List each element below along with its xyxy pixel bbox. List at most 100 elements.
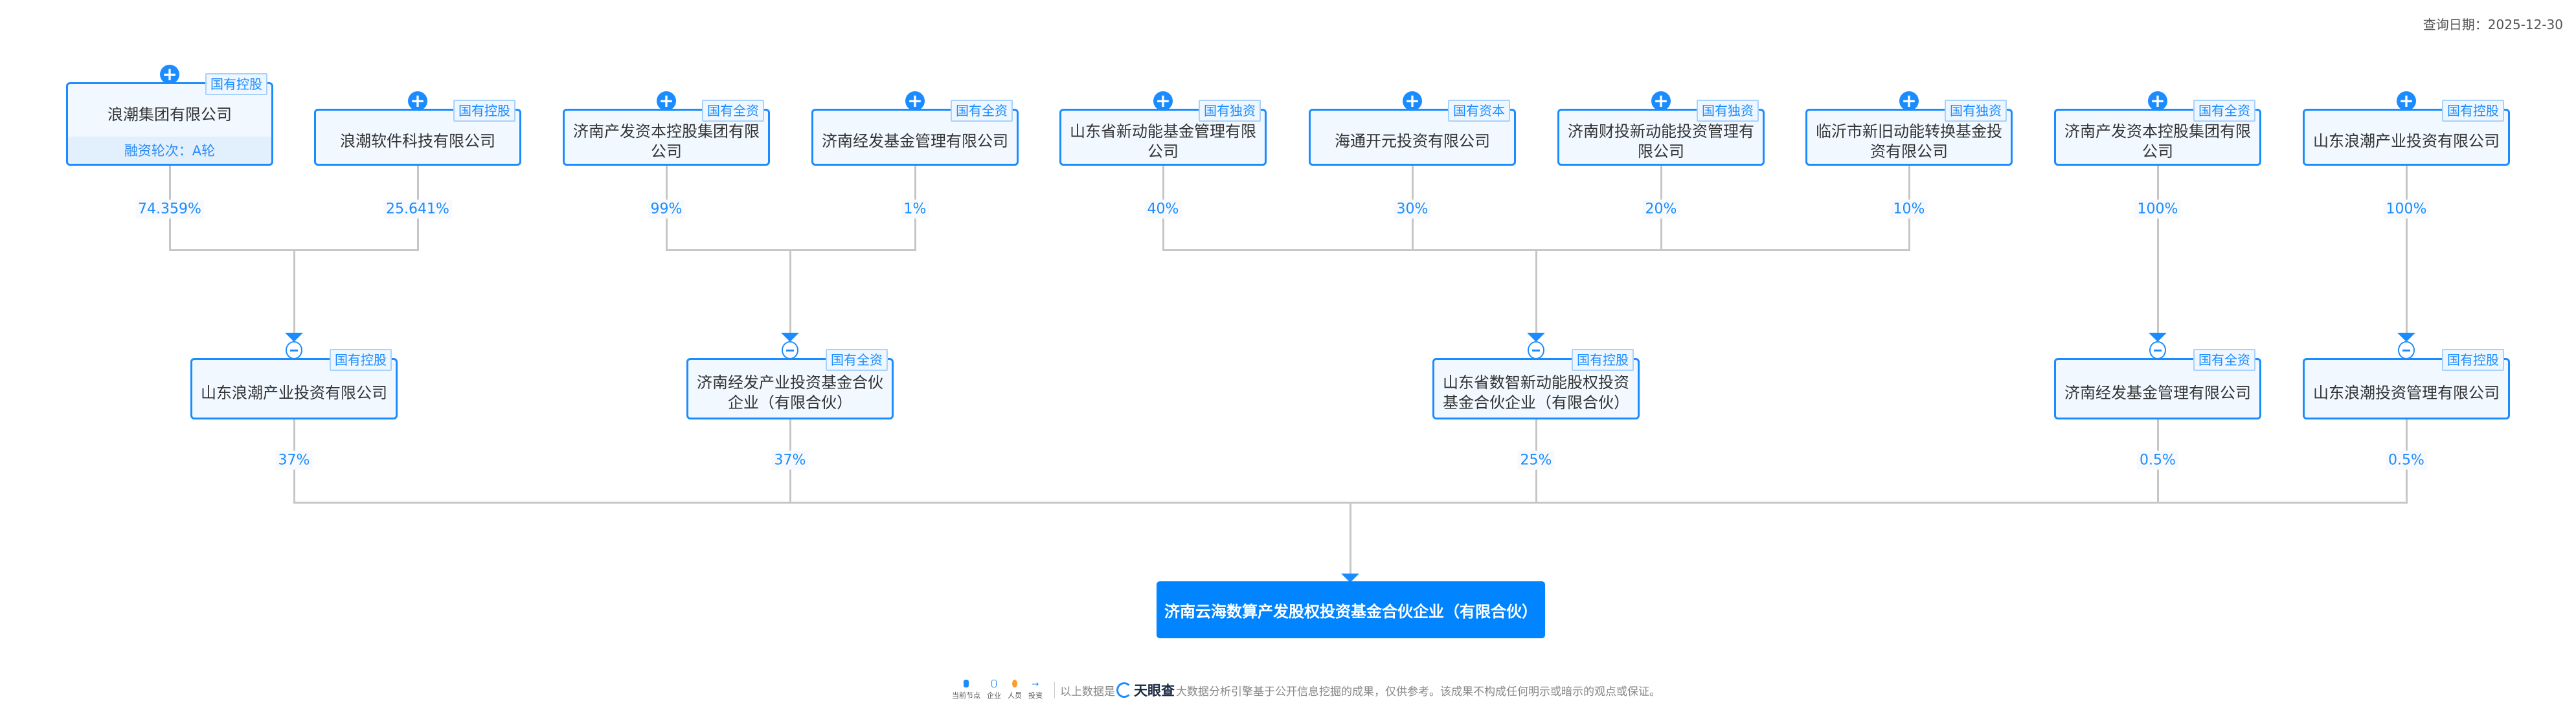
shareholder-node[interactable]: + 国有资本海通开元投资有限公司	[1309, 91, 1516, 166]
expand-plus-icon[interactable]: +	[1153, 91, 1173, 111]
company-name: 山东省数智新动能股权投资基金合伙企业（有限合伙）	[1443, 374, 1629, 412]
shareholder-node[interactable]: + 国有控股山东浪潮产业投资有限公司	[2303, 91, 2510, 166]
legend-label: 投资	[1028, 691, 1043, 700]
ownership-tag: 国有控股	[205, 73, 267, 95]
share-percentage: 30%	[1394, 199, 1431, 219]
company-name: 山东浪潮投资管理有限公司	[2313, 383, 2500, 402]
financing-round: 融资轮次：A轮	[68, 137, 271, 164]
arrow-icon	[1341, 574, 1359, 583]
intermediate-node[interactable]: 国有控股山东浪潮投资管理有限公司	[2303, 341, 2510, 419]
arrow-icon	[285, 333, 303, 342]
company-name: 浪潮集团有限公司	[107, 105, 232, 124]
share-percentage: 10%	[1890, 199, 1928, 219]
share-percentage: 99%	[648, 199, 685, 219]
collapse-minus-icon[interactable]	[2398, 341, 2415, 359]
share-percentage: 25%	[1517, 451, 1555, 470]
person-swatch-icon	[1012, 680, 1017, 687]
company-name: 山东省新动能基金管理有限公司	[1070, 122, 1256, 161]
intermediate-node[interactable]: 国有控股山东浪潮产业投资有限公司	[190, 341, 398, 419]
legend-company: 企业	[987, 680, 1001, 700]
intermediate-node[interactable]: 国有全资济南经发基金管理有限公司	[2054, 341, 2261, 419]
shareholder-node[interactable]: + 国有独资临沂市新旧动能转换基金投资有限公司	[1805, 91, 2013, 166]
ownership-tag: 国有全资	[2193, 349, 2255, 371]
ownership-tag: 国有资本	[1448, 100, 1510, 122]
expand-plus-icon[interactable]: +	[1651, 91, 1671, 111]
share-percentage: 74.359%	[135, 199, 204, 219]
expand-plus-icon[interactable]: +	[2397, 91, 2416, 111]
legend-person: 人员	[1008, 680, 1022, 700]
ownership-tag: 国有控股	[330, 349, 392, 371]
collapse-minus-icon[interactable]	[1528, 341, 1544, 359]
share-percentage: 20%	[1642, 199, 1680, 219]
connector-line	[293, 249, 295, 333]
company-name: 浪潮软件科技有限公司	[340, 132, 495, 150]
company-swatch-icon	[991, 680, 997, 687]
company-name: 济南产发资本控股集团有限公司	[2064, 122, 2251, 161]
logo-icon	[1116, 682, 1132, 698]
share-percentage: 100%	[2383, 199, 2430, 219]
share-percentage: 100%	[2134, 199, 2181, 219]
company-name: 济南经发产业投资基金合伙企业（有限合伙）	[697, 374, 883, 412]
footer: 当前节点 企业 人员 → 投资 以上数据是 天眼查 大数据分析引擎基于公开信息挖掘…	[952, 680, 1660, 700]
ownership-tag: 国有全资	[702, 100, 764, 122]
arrow-icon	[2149, 333, 2167, 342]
intermediate-node[interactable]: 国有控股山东省数智新动能股权投资基金合伙企业（有限合伙）	[1432, 341, 1640, 419]
company-name: 海通开元投资有限公司	[1335, 132, 1490, 150]
arrow-icon	[781, 333, 799, 342]
logo-text: 天眼查	[1134, 683, 1175, 698]
share-percentage: 40%	[1144, 199, 1182, 219]
share-percentage: 0.5%	[2137, 451, 2178, 470]
intermediate-node[interactable]: 国有全资济南经发产业投资基金合伙企业（有限合伙）	[686, 341, 894, 419]
ownership-tag: 国有控股	[2442, 100, 2504, 122]
company-name: 济南经发基金管理有限公司	[2064, 383, 2251, 402]
company-name: 济南经发基金管理有限公司	[822, 132, 1008, 150]
ownership-tag: 国有全资	[951, 100, 1013, 122]
target-company-name: 济南云海数算产发股权投资基金合伙企业（有限合伙）	[1164, 602, 1537, 621]
ownership-tag: 国有独资	[1697, 100, 1759, 122]
target-company-node[interactable]: 济南云海数算产发股权投资基金合伙企业（有限合伙）	[1157, 581, 1545, 638]
tianyancha-logo: 天眼查	[1116, 680, 1175, 700]
ownership-tag: 国有独资	[1945, 100, 2007, 122]
arrow-right-icon: →	[1032, 680, 1039, 689]
collapse-minus-icon[interactable]	[782, 341, 798, 359]
expand-plus-icon[interactable]: +	[1403, 91, 1422, 111]
footer-prefix: 以上数据是	[1060, 685, 1115, 698]
shareholder-node[interactable]: +国有全资济南产发资本控股集团有限公司	[2054, 91, 2261, 166]
shareholder-node[interactable]: + 国有独资山东省新动能基金管理有限公司	[1059, 91, 1267, 166]
company-name: 山东浪潮产业投资有限公司	[2313, 132, 2500, 150]
collapse-minus-icon[interactable]	[286, 341, 302, 359]
legend-label: 人员	[1008, 691, 1022, 700]
current-node-swatch-icon	[964, 680, 969, 687]
shareholder-node[interactable]: + 国有控股浪潮集团有限公司融资轮次：A轮	[66, 65, 273, 166]
connector-line	[2157, 249, 2159, 333]
expand-plus-icon[interactable]: +	[2148, 91, 2167, 111]
share-percentage: 0.5%	[2386, 451, 2427, 470]
connector-line	[789, 249, 791, 333]
shareholder-node[interactable]: +国有独资济南财投新动能投资管理有限公司	[1557, 91, 1765, 166]
expand-plus-icon[interactable]: +	[1899, 91, 1919, 111]
ownership-tag: 国有独资	[1199, 100, 1261, 122]
shareholder-node[interactable]: + 国有全资济南经发基金管理有限公司	[811, 91, 1019, 166]
share-percentage: 37%	[771, 451, 809, 470]
legend-current-node: 当前节点	[952, 680, 980, 700]
collapse-minus-icon[interactable]	[2149, 341, 2166, 359]
expand-plus-icon[interactable]: +	[408, 91, 427, 111]
company-name: 临沂市新旧动能转换基金投资有限公司	[1816, 122, 2002, 161]
expand-plus-icon[interactable]: +	[657, 91, 676, 111]
share-percentage: 25.641%	[383, 199, 452, 219]
shareholder-node[interactable]: + 国有全资济南产发资本控股集团有限公司	[563, 91, 770, 166]
expand-plus-icon[interactable]: +	[905, 91, 925, 111]
share-percentage: 37%	[275, 451, 313, 470]
company-name: 山东浪潮产业投资有限公司	[201, 383, 387, 402]
query-date: 查询日期：2025-12-30	[2423, 17, 2563, 32]
footer-disclaimer: 大数据分析引擎基于公开信息挖掘的成果，仅供参考。该成果不构成任何明示或暗示的观点…	[1176, 685, 1660, 698]
arrow-icon	[2397, 333, 2415, 342]
arrow-icon	[1527, 333, 1545, 342]
legend-label: 企业	[987, 691, 1001, 700]
expand-plus-icon[interactable]: +	[160, 65, 179, 84]
shareholder-node[interactable]: +国有控股浪潮软件科技有限公司	[314, 91, 521, 166]
ownership-tag: 国有全资	[826, 349, 888, 371]
connector-line	[2406, 249, 2408, 333]
legend-investment: → 投资	[1028, 680, 1043, 700]
company-name: 济南产发资本控股集团有限公司	[573, 122, 760, 161]
